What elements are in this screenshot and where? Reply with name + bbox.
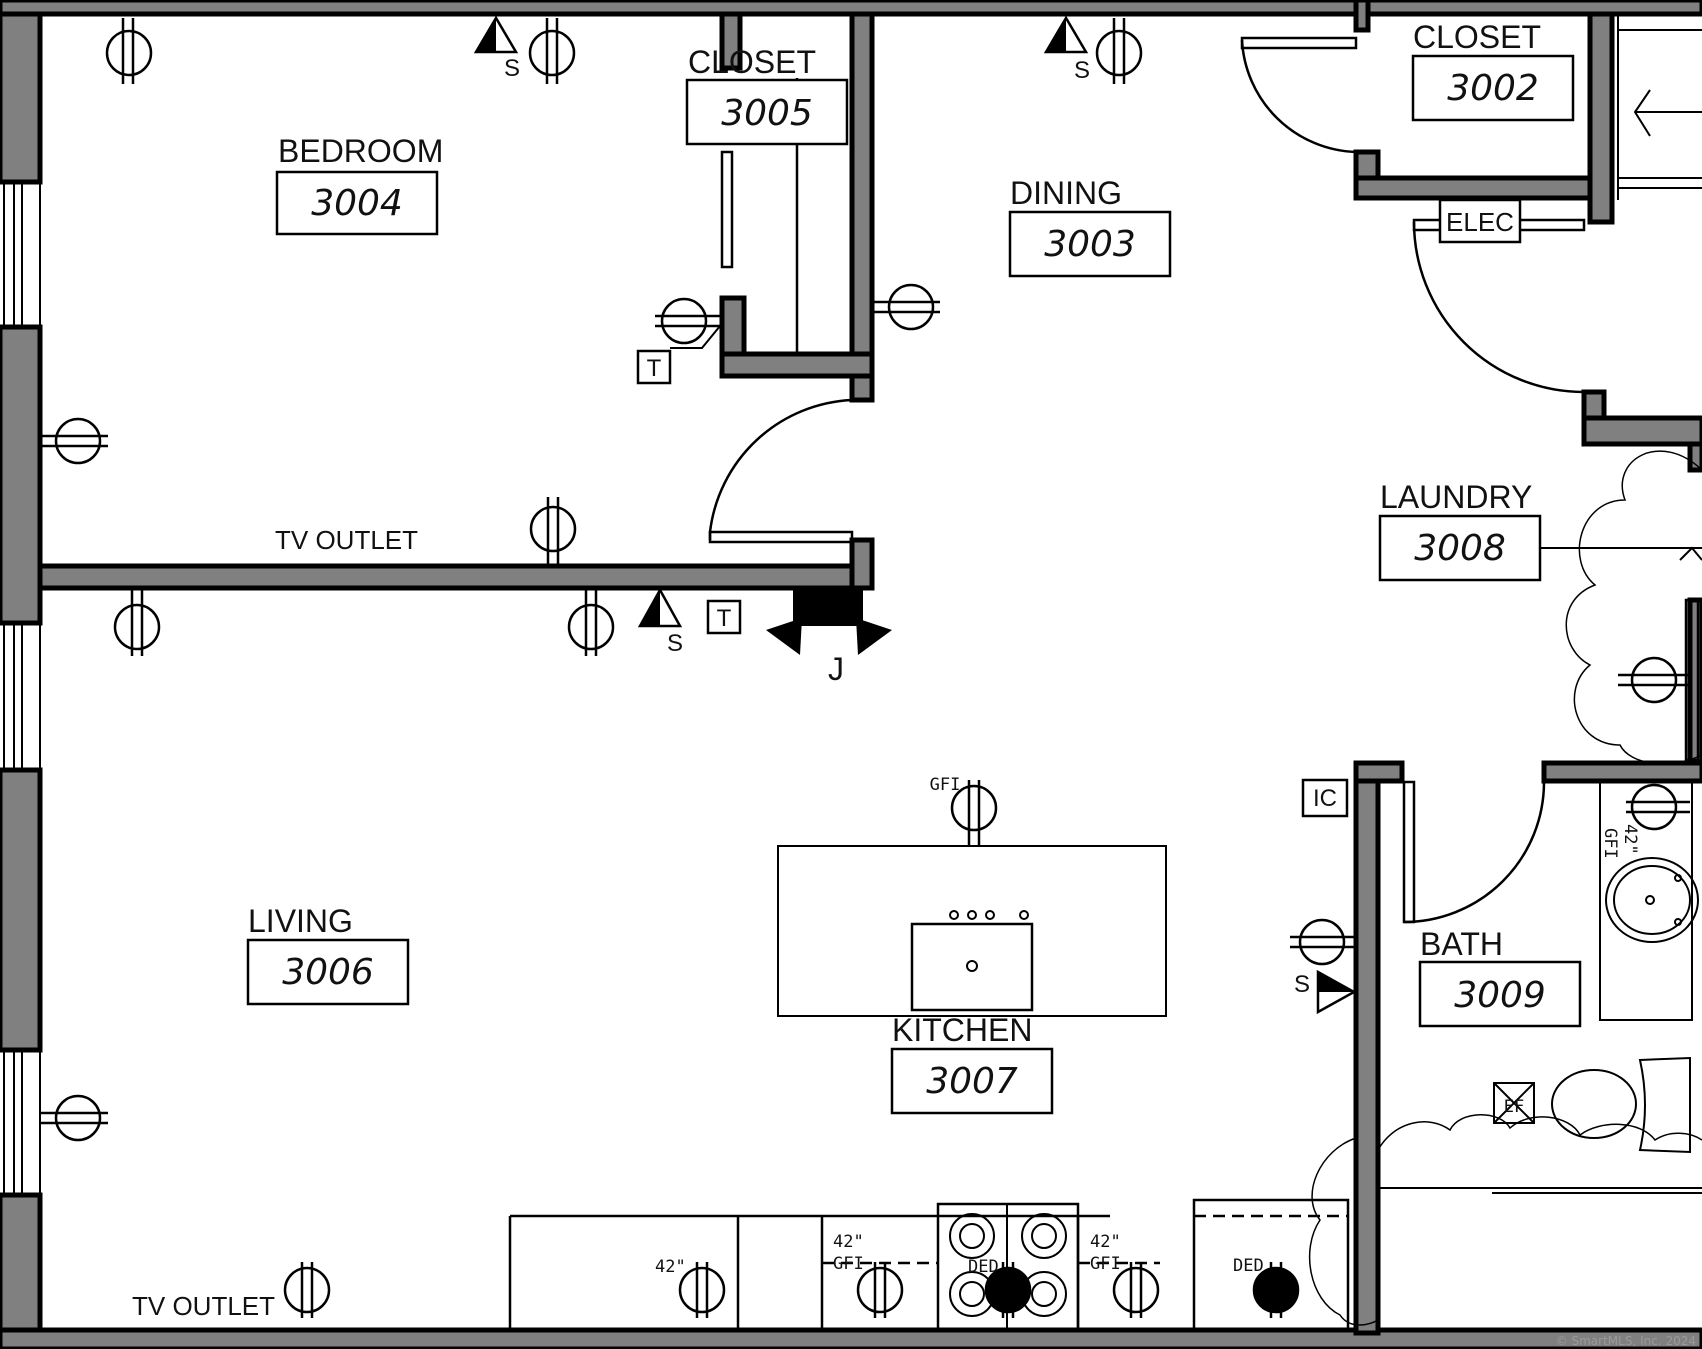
smoke-detector-icon [1316,969,1357,1015]
thermostat-leader [670,325,721,349]
room-label-living: LIVING [248,903,353,939]
gfi-label-island: GFI [930,775,961,795]
smoke-detector-icon [1043,15,1089,54]
outlet-icon [105,18,153,84]
outlets [40,18,1690,1318]
light-fixture-icon [766,588,892,655]
room-number-living: 3006 [282,952,374,993]
room-number-bath: 3009 [1454,975,1546,1016]
counter-height-label-c: 42" [1090,1232,1121,1252]
ef-label: EF [1504,1097,1524,1117]
copyright-notice: © SmartMLS, Inc. 2024 [1555,1334,1696,1348]
room-label-closet-3002: CLOSET [1413,19,1541,55]
counter-gfi-label-c: GFI [1090,1254,1121,1274]
room-label-bedroom: BEDROOM [278,133,443,169]
thermostat-label: T [647,355,662,382]
outlet-icon [40,1094,108,1142]
counter-gfi-label-b: GFI [833,1254,864,1274]
gfi-label-bath: GFI [1600,828,1620,859]
outlet-icon [655,297,722,345]
room-number-closet-3002: 3002 [1447,68,1539,109]
thermostat-label: T [717,605,732,632]
laundry-arrow-icon [1679,546,1702,561]
room-label-closet-3005: CLOSET [688,44,816,80]
room-number-kitchen: 3007 [926,1061,1018,1102]
kitchen-island [777,845,1167,1017]
outlet-icon [872,283,940,331]
outlet-icon [856,1262,904,1318]
dedicated-outlet-icon [984,1262,1032,1318]
revision-clouds [1308,450,1702,1326]
ded-label-range: DED [968,1257,999,1277]
fixture-j-label: J [828,651,844,687]
outlet-icon [1095,18,1143,84]
tv-outlet-label-bedroom: TV OUTLET [275,525,418,555]
room-label-dining: DINING [1010,175,1122,211]
room-number-laundry: 3008 [1414,528,1506,569]
outlet-icon [1618,656,1690,704]
room-label-laundry: LAUNDRY [1380,479,1532,515]
bath-fixtures [1378,781,1702,1194]
room-label-elec: ELEC [1446,207,1514,237]
outlet-icon [40,417,108,465]
height-label-bath: 42" [1620,824,1640,855]
outlet-icon [678,1262,726,1318]
exhaust-fan-icon [1493,1082,1535,1124]
kitchen-counters [508,1198,1350,1332]
outlet-icon [950,780,998,846]
counter-height-label-b: 42" [833,1232,864,1252]
outlet-icon [113,588,161,656]
dedicated-outlet-icon [1252,1262,1300,1318]
outlet-icon [529,497,577,566]
smoke-detector-icon [637,587,683,628]
counter-height-label-a: 42" [655,1257,686,1277]
outlet-icon [528,18,576,84]
outlet-icon [567,588,615,656]
tv-outlet-label-living: TV OUTLET [132,1291,275,1321]
ic-label: IC [1313,785,1337,812]
smoke-detectors [473,15,1357,1015]
room-number-closet-3005: 3005 [721,93,813,134]
outlet-icon [1112,1262,1160,1318]
room-label-bath: BATH [1420,926,1503,962]
smoke-label: S [504,55,520,82]
ded-label-right: DED [1233,1256,1264,1276]
outlet-icon [1290,918,1356,966]
smoke-label: S [1074,57,1090,84]
room-number-dining: 3003 [1044,224,1136,265]
smoke-label: S [667,630,683,657]
outlet-icon [1626,783,1690,831]
room-number-bedroom: 3004 [311,183,403,224]
smoke-detector-icon [473,15,519,54]
smoke-label: S [1294,971,1310,998]
room-label-kitchen: KITCHEN [892,1012,1032,1048]
outlet-icon [283,1262,331,1318]
